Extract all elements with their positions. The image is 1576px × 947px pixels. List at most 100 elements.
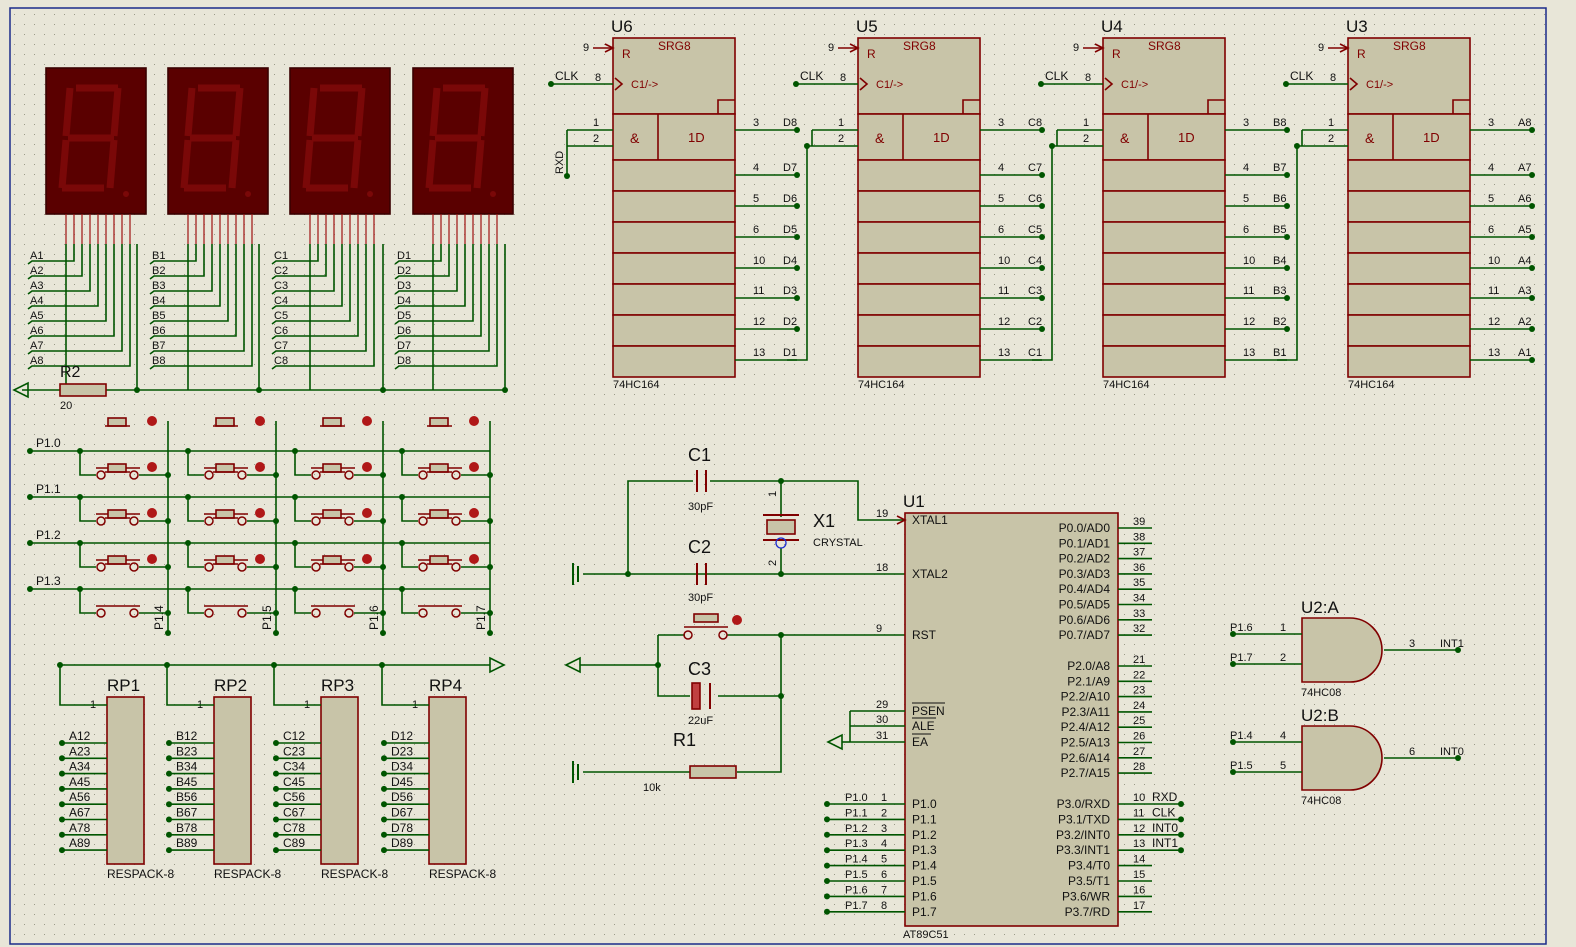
- net-wire: [27, 244, 131, 370]
- net-label: D5: [397, 310, 411, 322]
- net-label: B23: [176, 744, 198, 758]
- switch-cap: [693, 613, 719, 623]
- switch-contact: [418, 470, 428, 480]
- display-segment: [110, 87, 122, 137]
- net-label: A5: [1518, 224, 1531, 236]
- cap-value: 30pF: [688, 592, 713, 604]
- net-wire: [271, 244, 343, 310]
- notch: [962, 99, 980, 114]
- clock-mark: [896, 515, 907, 525]
- rp-ref: RP4: [429, 676, 462, 695]
- pin-number: 4: [1488, 162, 1494, 174]
- display-segment: [306, 87, 318, 137]
- pin-number: 2: [1280, 652, 1286, 664]
- junction-dot: [1039, 326, 1045, 332]
- pin-name: P2.5/A13: [1061, 736, 1111, 750]
- switch-cap: [429, 555, 449, 565]
- pin-name: P2.3/A11: [1062, 705, 1111, 719]
- net-label: CLK: [1290, 69, 1313, 83]
- net-wire: [394, 244, 466, 310]
- junction-dot: [166, 785, 172, 792]
- pin-number: 6: [1488, 224, 1494, 236]
- and-label: &: [630, 130, 640, 146]
- net-wire: [394, 244, 450, 280]
- junction-dot: [487, 630, 493, 636]
- display-segment: [354, 87, 366, 137]
- net-label: A67: [69, 806, 91, 820]
- switch-contact: [204, 562, 214, 572]
- net-label: INT1: [1440, 638, 1464, 650]
- pin-name: P0.5/AD5: [1059, 598, 1111, 612]
- net-label: P1.5: [845, 869, 868, 881]
- pin-number: 11: [998, 285, 1009, 297]
- column-label: P1.6: [367, 605, 381, 630]
- junction-dot: [57, 662, 63, 668]
- net-label: D45: [391, 775, 413, 789]
- part-name: 74HC08: [1301, 687, 1341, 699]
- junction-dot: [273, 816, 279, 823]
- net-label: B5: [152, 310, 165, 322]
- reset-label: R: [867, 47, 876, 61]
- rp-body: [106, 696, 145, 865]
- junction-dot: [27, 494, 33, 500]
- wire: [187, 497, 204, 522]
- display-segment: [180, 139, 192, 189]
- resistor-ref: R1: [673, 730, 696, 750]
- probe-indicator: [147, 508, 157, 518]
- pin-number: 9: [1073, 42, 1079, 54]
- net-wire: [149, 244, 197, 265]
- net-label: CLK: [800, 69, 823, 83]
- net-label: P1.0: [845, 792, 868, 804]
- rp-ref: RP2: [214, 676, 247, 695]
- junction-dot: [379, 662, 385, 668]
- and-label: &: [875, 130, 885, 146]
- net-label: C5: [1028, 224, 1042, 236]
- sr-cell: [1347, 314, 1471, 347]
- pin-number: 18: [876, 562, 888, 574]
- net-wire: [27, 244, 91, 295]
- wire: [166, 665, 214, 706]
- junction-dot: [166, 847, 172, 854]
- clock-label: C1/->: [1366, 79, 1393, 91]
- power-arrow: [489, 656, 506, 674]
- switch-contact: [451, 562, 461, 572]
- pin-number: 8: [1330, 72, 1336, 84]
- net-wire: [27, 244, 99, 310]
- d-label: 1D: [1178, 130, 1195, 145]
- junction-dot: [1178, 831, 1184, 838]
- junction-dot: [166, 816, 172, 823]
- pin-number: 5: [1280, 760, 1286, 772]
- net-label: P1.7: [1230, 652, 1253, 664]
- net-label: B2: [1273, 316, 1286, 328]
- pin-name: P3.3/INT1: [1056, 843, 1110, 857]
- junction-dot: [27, 540, 33, 546]
- net-label: C4: [274, 295, 288, 307]
- junction-dot: [487, 472, 493, 478]
- switch-contact: [311, 516, 321, 526]
- junction-dot: [1284, 203, 1290, 209]
- probe-indicator: [255, 416, 265, 426]
- part-name: RESPACK-8: [107, 867, 174, 881]
- display-segment: [62, 87, 74, 137]
- junction-dot: [1230, 631, 1236, 637]
- wire: [294, 589, 311, 614]
- sr-cell: [857, 252, 981, 285]
- clock-label: C1/->: [876, 79, 903, 91]
- pin-number: 4: [998, 162, 1004, 174]
- pin-number: 1: [1328, 117, 1334, 129]
- net-label: D7: [397, 340, 411, 352]
- probe-indicator: [469, 554, 479, 564]
- reset-label: R: [1112, 47, 1121, 61]
- sr-cell: [1347, 252, 1471, 285]
- srg-label: SRG8: [903, 39, 936, 53]
- pin-number: 4: [1243, 162, 1249, 174]
- junction-dot: [824, 801, 830, 807]
- net-wire: [271, 244, 335, 295]
- junction-dot: [1284, 265, 1290, 271]
- pin-number: 4: [1280, 730, 1286, 742]
- net-label: B6: [1273, 193, 1286, 205]
- pin-number: 4: [753, 162, 759, 174]
